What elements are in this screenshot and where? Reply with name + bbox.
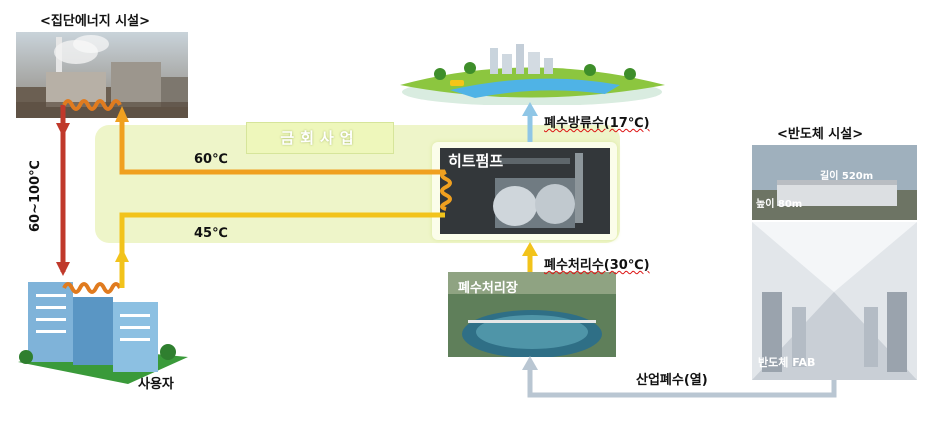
warm-return-label: 45℃	[194, 226, 228, 241]
city-river-illustration	[390, 30, 675, 106]
treated-arrowhead	[522, 242, 538, 256]
semiconductor-title: <반도체 시설>	[777, 127, 864, 142]
treated-label: 폐수처리수(30℃)	[544, 258, 650, 273]
warm-return-arrowhead	[115, 248, 129, 262]
heat-pump-label: 히트펌프	[448, 152, 504, 170]
fab-exterior-image: 길이 520m 높이 80m	[752, 145, 917, 220]
project-band-label: 금회사업	[280, 129, 360, 147]
wastewater-plant-label: 폐수처리장	[458, 281, 518, 296]
district-energy-facility-image	[16, 32, 188, 118]
supply-arrowhead-top	[56, 123, 70, 137]
users-label: 사용자	[138, 377, 174, 392]
industrial-label: 산업폐수(열)	[636, 373, 708, 388]
project-band-label-box: 금회사업	[246, 122, 394, 154]
hot-return-label: 60℃	[194, 152, 228, 167]
industrial-arrowhead	[522, 356, 538, 370]
heat-pump-image: 히트펌프	[440, 148, 610, 234]
wastewater-plant-image: 폐수처리장	[448, 272, 616, 357]
district-energy-title: <집단에너지 시설>	[40, 14, 151, 29]
fab-length-label: 길이 520m	[820, 171, 874, 182]
fab-height-label: 높이 80m	[756, 199, 803, 210]
discharge-label: 폐수방류수(17℃)	[544, 116, 650, 131]
supply-temp-label: 60~100℃	[28, 160, 43, 232]
fab-label: 반도체 FAB	[758, 356, 816, 369]
fab-interior-image: 반도체 FAB	[752, 222, 917, 380]
users-buildings-illustration	[18, 272, 188, 384]
